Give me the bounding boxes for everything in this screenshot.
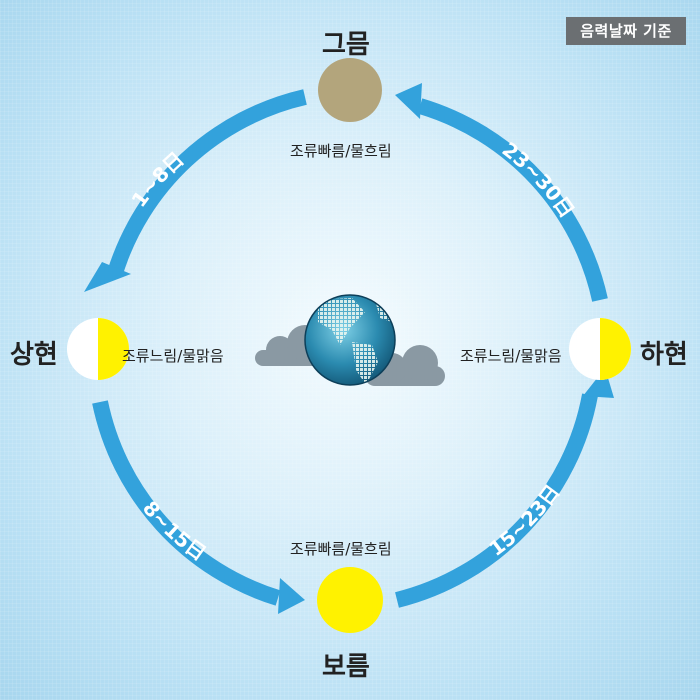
phase-label-new-moon: 그믐 [322, 30, 370, 60]
first-quarter-moon-icon [67, 318, 129, 380]
tide-text-first-quarter: 조류느림/물맑음 [122, 347, 224, 365]
new-moon-icon [318, 58, 382, 122]
arrow-full-to-last-quarter [395, 368, 614, 608]
arrow-last-quarter-to-new [395, 83, 608, 302]
range-label-top-right: 23~30日 [498, 137, 580, 222]
tide-text-last-quarter: 조류느림/물맑음 [460, 347, 562, 365]
earth-globe-icon [304, 294, 396, 386]
arrow-first-quarter-to-full [92, 400, 305, 614]
phase-label-full-moon: 보름 [322, 652, 370, 682]
full-moon-icon [317, 567, 383, 633]
tide-text-full-moon: 조류빠름/물흐림 [290, 540, 392, 558]
phase-label-last-quarter: 하현 [640, 340, 688, 370]
tide-text-new-moon: 조류빠름/물흐림 [290, 142, 392, 160]
last-quarter-moon-icon [569, 318, 631, 380]
phase-label-first-quarter: 상현 [10, 340, 58, 370]
arrow-new-to-first-quarter [84, 89, 307, 292]
cloud-right-icon [365, 345, 445, 386]
range-label-bottom-left: 8~15日 [138, 496, 211, 565]
range-label-bottom-right: 15~23日 [484, 480, 564, 561]
lunar-calendar-badge: 음력날짜 기준 [566, 17, 686, 45]
